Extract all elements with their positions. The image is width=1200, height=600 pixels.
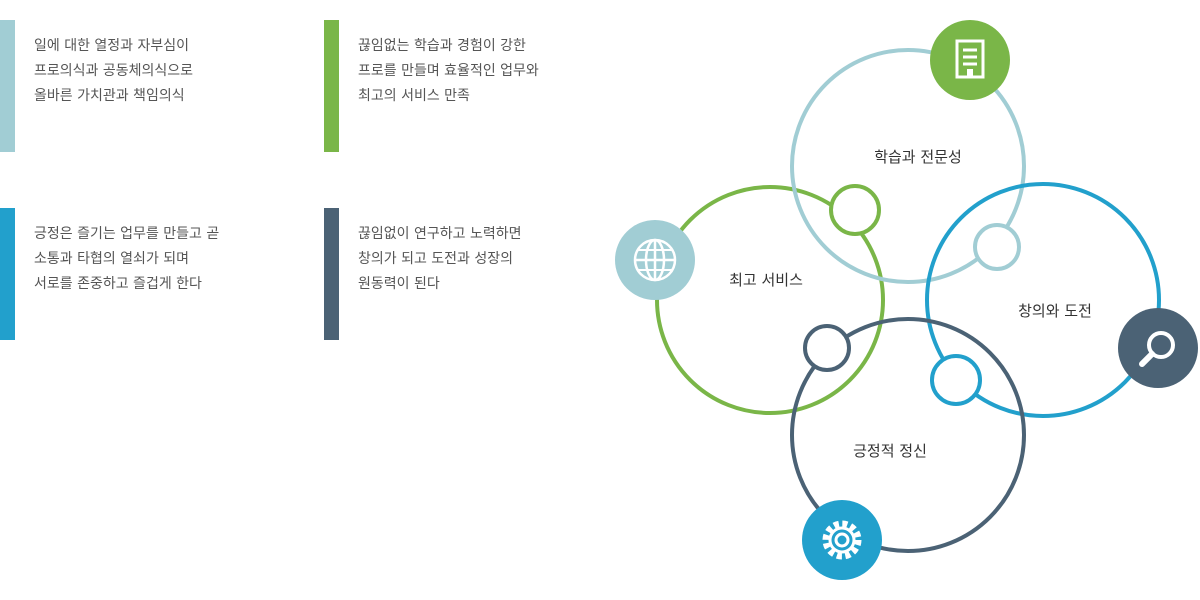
gear-icon: [802, 500, 882, 580]
building-icon: [930, 20, 1010, 100]
piece-knob: [829, 184, 881, 236]
piece-knob: [803, 324, 851, 372]
card-text-line: 프로의식과 공동체의식으로: [34, 63, 194, 79]
card-text-line: 프로를 만들며 효율적인 업무와: [358, 63, 539, 79]
card-text-line: 원동력이 된다: [358, 276, 440, 292]
card-text-line: 최고의 서비스 만족: [358, 88, 470, 104]
piece-knob: [930, 354, 982, 406]
piece-learning: [790, 48, 1026, 284]
piece-ring: [790, 317, 1026, 553]
card-accent-bar: [324, 208, 339, 340]
card-text-line: 서로를 존중하고 즐겁게 한다: [34, 276, 202, 292]
card-text-line: 끊임없는 학습과 경험이 강한: [358, 38, 526, 54]
value-card-creativity: 끊임없이 연구하고 노력하면 창의가 되고 도전과 성장의 원동력이 된다: [324, 208, 584, 340]
node-label-service: 최고 서비스: [729, 271, 803, 289]
node-label-positive: 긍정적 정신: [853, 442, 927, 460]
card-accent-bar: [0, 208, 15, 340]
card-text-line: 긍정은 즐기는 업무를 만들고 곧: [34, 226, 220, 242]
card-text-line: 일에 대한 열정과 자부심이: [34, 38, 190, 54]
piece-ring: [790, 48, 1026, 284]
node-label-creativity: 창의와 도전: [1018, 302, 1092, 320]
piece-service: [655, 184, 885, 415]
piece-ring: [925, 182, 1161, 418]
card-text-line: 창의가 되고 도전과 성장의: [358, 251, 514, 267]
value-card-passion: 일에 대한 열정과 자부심이 프로의식과 공동체의식으로 올바른 가치관과 책임…: [0, 20, 260, 152]
node-label-learning: 학습과 전문성: [874, 148, 962, 166]
icon-badge: [802, 500, 882, 580]
icon-badge: [930, 20, 1010, 100]
magnifier-icon: [1118, 308, 1198, 388]
card-accent-bar: [324, 20, 339, 152]
card-text-line: 끊임없이 연구하고 노력하면: [358, 226, 522, 242]
card-accent-bar: [0, 20, 15, 152]
piece-creativity: [925, 182, 1161, 418]
value-card-learning: 끊임없는 학습과 경험이 강한 프로를 만들며 효율적인 업무와 최고의 서비스…: [324, 20, 584, 152]
value-card-positive: 긍정은 즐기는 업무를 만들고 곧 소통과 타협의 열쇠가 되며 서로를 존중하…: [0, 208, 260, 340]
piece-knob: [973, 223, 1021, 271]
globe-icon: [615, 220, 695, 300]
icon-badge: [1118, 308, 1198, 388]
card-text-line: 소통과 타협의 열쇠가 되며: [34, 251, 190, 267]
card-text-line: 올바른 가치관과 책임의식: [34, 88, 185, 104]
piece-positive: [790, 317, 1026, 553]
piece-ring: [655, 185, 885, 415]
